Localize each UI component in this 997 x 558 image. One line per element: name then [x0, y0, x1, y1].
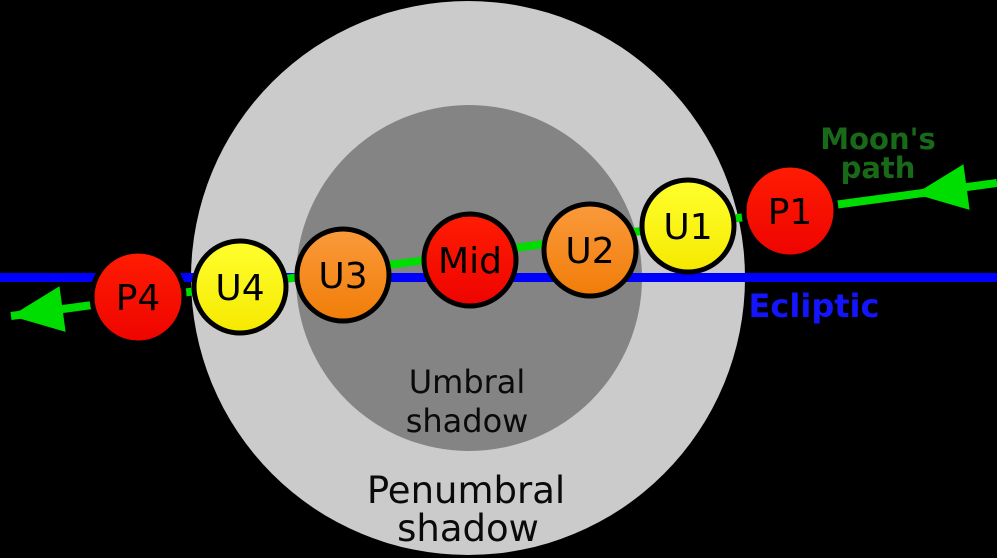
moons-path-arrowhead-right-icon	[915, 164, 970, 210]
moon-contact-mid: Mid	[421, 211, 519, 309]
moon-contact-u3: U3	[294, 226, 392, 324]
moons-path-arrowhead-left-icon	[11, 286, 66, 332]
moon-disc-mid	[421, 211, 519, 309]
moon-contact-p4: P4	[89, 248, 187, 346]
moon-disc-p1	[741, 162, 839, 260]
moon-contact-label-p1: P1	[768, 192, 813, 233]
moon-contact-p1: P1	[741, 162, 839, 260]
moon-contact-u2: U2	[541, 201, 639, 299]
ecliptic-label: Ecliptic	[749, 287, 880, 325]
umbral-shadow-label-line2: shadow	[406, 402, 529, 440]
moon-disc-u2	[541, 201, 639, 299]
moons-path-label-line2: path	[841, 151, 916, 185]
moon-disc-p4	[89, 248, 187, 346]
penumbral-shadow-label-line1: Penumbral	[367, 469, 565, 512]
moon-contact-label-u4: U4	[215, 268, 264, 309]
moon-disc-u1	[639, 177, 737, 275]
moon-contact-u4: U4	[191, 238, 289, 336]
penumbral-shadow-label-line2: shadow	[397, 507, 539, 550]
moon-disc-u4	[191, 238, 289, 336]
moon-contact-u1: U1	[639, 177, 737, 275]
moon-contact-label-p4: P4	[116, 278, 161, 319]
umbral-shadow-label-line1: Umbral	[409, 363, 526, 401]
moon-contact-label-u3: U3	[318, 256, 367, 297]
moons-path-label-line1: Moon's	[820, 122, 936, 156]
moon-disc-u3	[294, 226, 392, 324]
moon-contact-label-u1: U1	[663, 207, 712, 248]
moon-contact-label-mid: Mid	[438, 241, 502, 282]
moon-contact-label-u2: U2	[565, 231, 614, 272]
